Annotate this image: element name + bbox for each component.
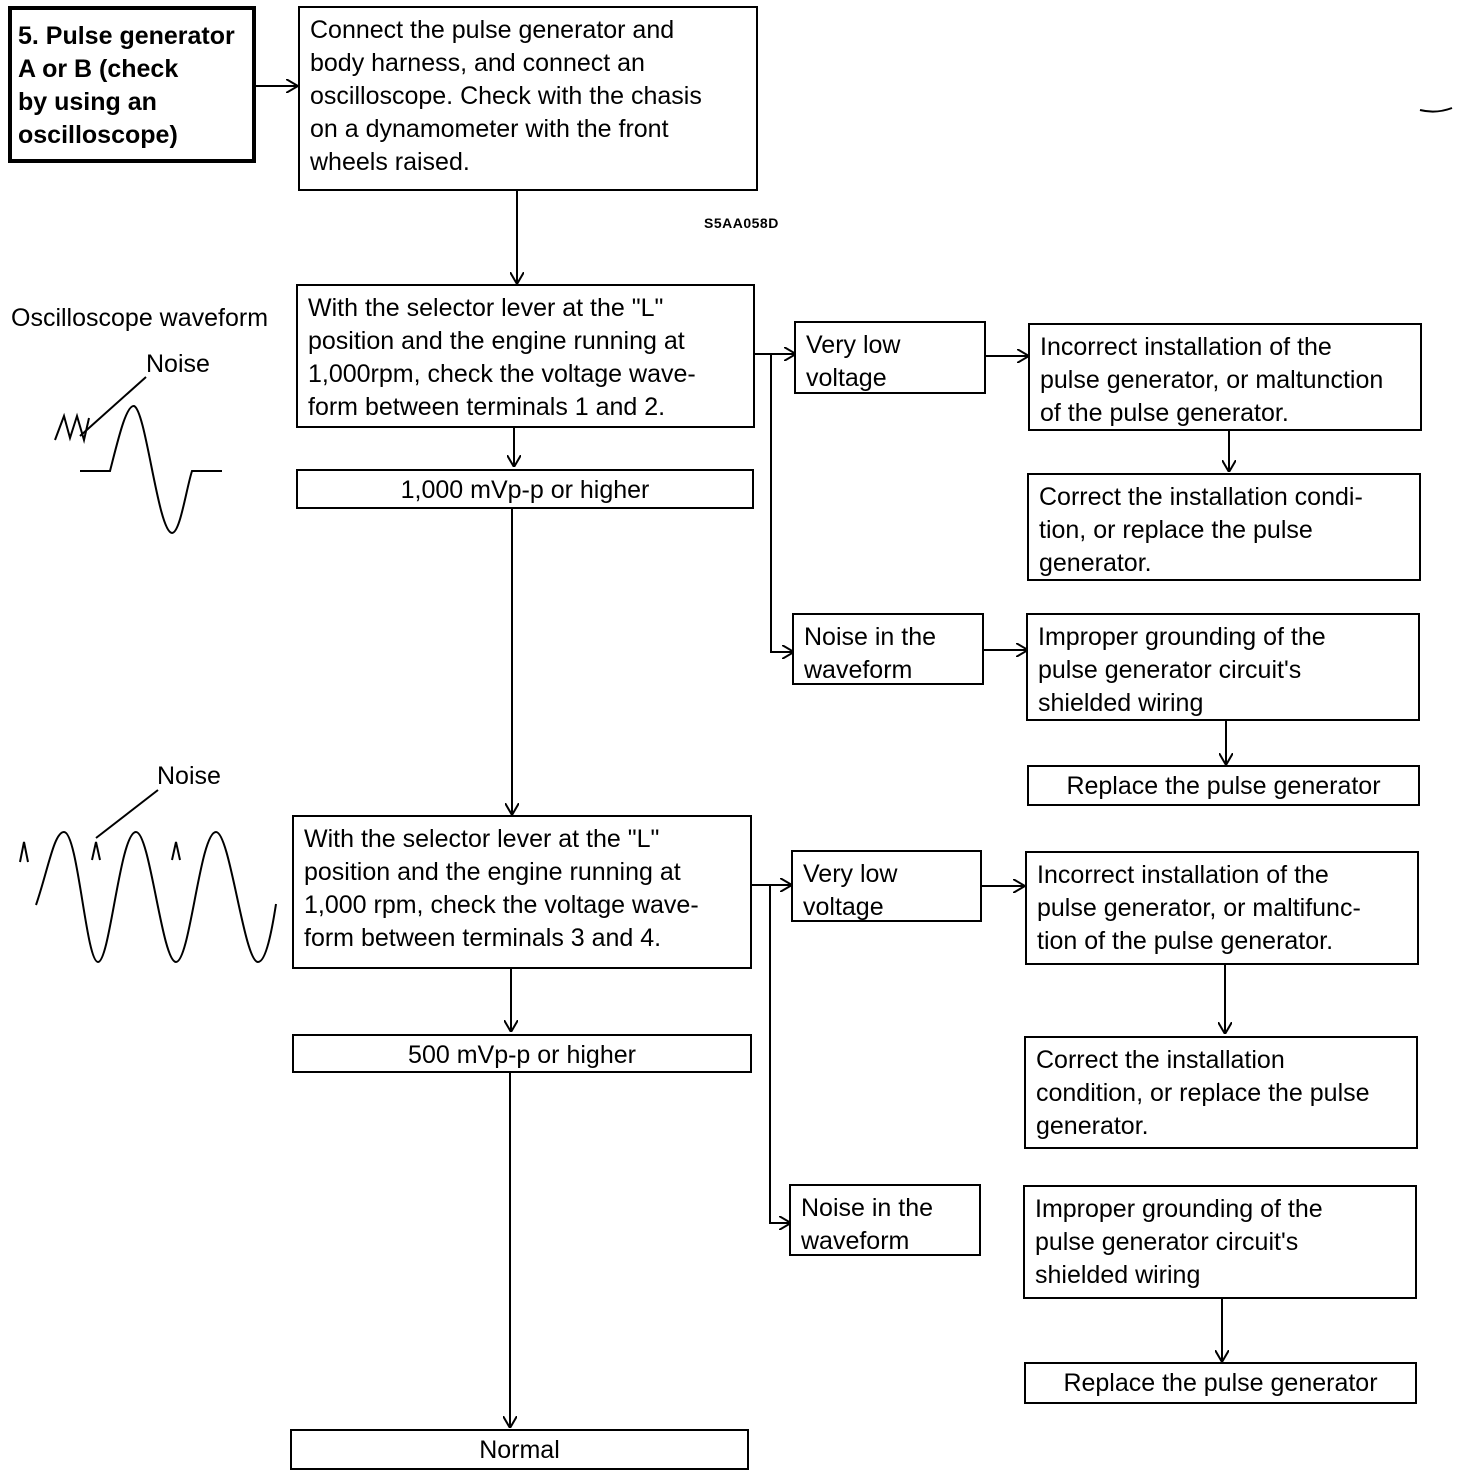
connect-box: Connect the pulse generator and body har… [298,6,758,191]
very-low-voltage-2-text: Very low voltage [803,860,898,921]
check-terminals-3-4-text: With the selector lever at the "L" posit… [304,825,699,952]
result-1000mvpp-box: 1,000 mVp-p or higher [296,469,754,509]
replace-pulse-generator-1-text: Replace the pulse generator [1066,772,1381,800]
replace-pulse-generator-2-box: Replace the pulse generator [1024,1362,1417,1404]
normal-text: Normal [479,1436,560,1464]
check-terminals-3-4-box: With the selector lever at the "L" posit… [292,815,752,969]
improper-grounding-1-text: Improper grounding of the pulse generato… [1038,623,1326,717]
incorrect-installation-2-box: Incorrect installation of the pulse gene… [1025,851,1419,965]
correct-installation-1-box: Correct the installation condi- tion, or… [1027,473,1421,581]
very-low-voltage-1-box: Very low voltage [794,321,986,394]
very-low-voltage-2-box: Very low voltage [791,850,982,922]
noise-label-bottom: Noise [157,762,221,790]
step-title-box: 5. Pulse generator A or B (check by usin… [8,6,256,163]
oscilloscope-waveform-label: Oscilloscope waveform [11,304,269,332]
noise-pointer-top [79,376,147,437]
result-500mvpp-text: 500 mVp-p or higher [408,1041,636,1069]
result-500mvpp-box: 500 mVp-p or higher [292,1034,752,1073]
figure-code: S5AA058D [704,215,779,231]
replace-pulse-generator-2-text: Replace the pulse generator [1063,1369,1378,1397]
check-terminals-1-2-box: With the selector lever at the "L" posit… [296,284,755,428]
check-terminals-1-2-text: With the selector lever at the "L" posit… [308,294,696,421]
incorrect-installation-2-text: Incorrect installation of the pulse gene… [1037,861,1361,955]
noise-in-waveform-2-box: Noise in the waveform [789,1184,981,1256]
connect-text: Connect the pulse generator and body har… [310,16,702,176]
incorrect-installation-1-box: Incorrect installation of the pulse gene… [1028,323,1422,431]
noise-in-waveform-1-box: Noise in the waveform [792,613,984,685]
correct-installation-2-box: Correct the installation condition, or r… [1024,1036,1418,1149]
step-title: 5. Pulse generator A or B (check by usin… [18,22,235,149]
improper-grounding-1-box: Improper grounding of the pulse generato… [1026,613,1420,721]
improper-grounding-2-box: Improper grounding of the pulse generato… [1023,1185,1417,1299]
noise-in-waveform-2-text: Noise in the waveform [801,1194,934,1255]
edge-check2-to-noise2 [769,885,791,1223]
noise-pointer-bottom [95,789,159,839]
waveform-sketch-1 [54,405,222,535]
edge-check1-to-noise1 [770,354,794,652]
improper-grounding-2-text: Improper grounding of the pulse generato… [1035,1195,1323,1289]
noise-label-top: Noise [146,350,210,378]
replace-pulse-generator-1-box: Replace the pulse generator [1027,765,1420,806]
waveform-sketch-2 [19,830,277,964]
correct-installation-1-text: Correct the installation condi- tion, or… [1039,483,1363,577]
incorrect-installation-1-text: Incorrect installation of the pulse gene… [1040,333,1384,427]
result-1000mvpp-text: 1,000 mVp-p or higher [400,476,650,504]
correct-installation-2-text: Correct the installation condition, or r… [1036,1046,1370,1140]
normal-box: Normal [290,1429,749,1470]
noise-in-waveform-1-text: Noise in the waveform [804,623,937,684]
very-low-voltage-1-text: Very low voltage [806,331,901,392]
margin-mark [1419,107,1453,113]
